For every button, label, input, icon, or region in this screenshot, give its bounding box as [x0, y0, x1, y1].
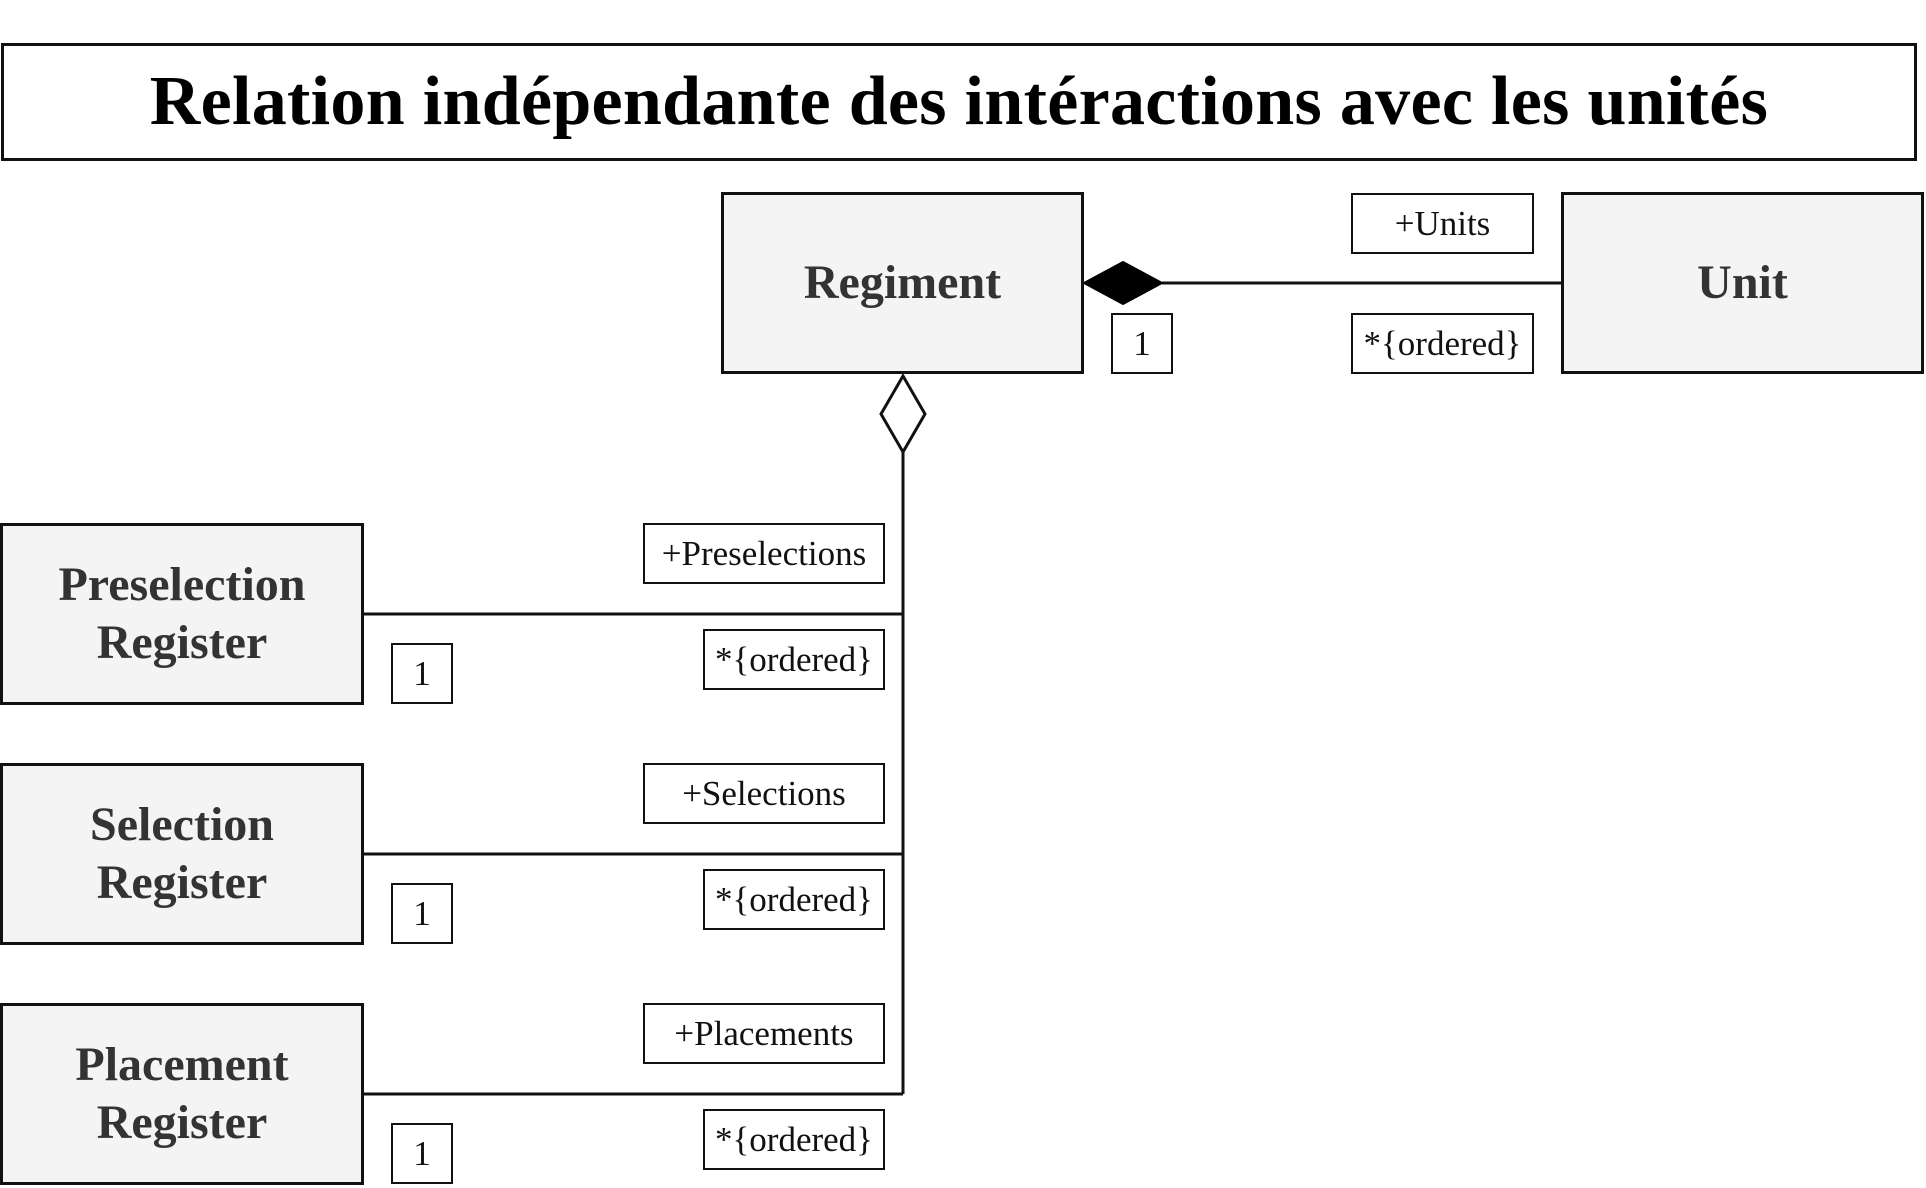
diagram-title: Relation indépendante des intéractions a… [149, 63, 1769, 140]
diagram-title-box: Relation indépendante des intéractions a… [1, 43, 1917, 161]
multiplicity-label-selection-register: 1 [391, 883, 453, 944]
class-preselection-register: Preselection Register [0, 523, 364, 705]
role-label-selections: +Selections [643, 763, 885, 824]
multiplicity-label-placement-register: 1 [391, 1123, 453, 1184]
class-selection-register: Selection Register [0, 763, 364, 945]
composition-diamond [1081, 260, 1165, 306]
role-label-units: +Units [1351, 193, 1534, 254]
class-unit-name: Unit [1697, 256, 1788, 309]
class-placement-register-name: Placement Register [75, 1038, 289, 1149]
role-label-placements: +Placements [643, 1003, 885, 1064]
class-unit: Unit [1561, 192, 1924, 374]
multiplicity-label-preselection-register: 1 [391, 643, 453, 704]
class-regiment-name: Regiment [803, 256, 1002, 309]
class-regiment: Regiment [721, 192, 1084, 374]
class-placement-register: Placement Register [0, 1003, 364, 1185]
aggregation-diamond [879, 373, 927, 455]
multiplicity-label-regiment-unit-whole: 1 [1111, 313, 1173, 374]
multiplicity-label-regiment-unit-part: *{ordered} [1351, 313, 1534, 374]
class-selection-register-name: Selection Register [90, 798, 274, 909]
multiplicity-label-selection-regiment: *{ordered} [703, 869, 885, 930]
multiplicity-label-preselection-regiment: *{ordered} [703, 629, 885, 690]
class-preselection-register-name: Preselection Register [58, 558, 306, 669]
role-label-preselections: +Preselections [643, 523, 885, 584]
multiplicity-label-placement-regiment: *{ordered} [703, 1109, 885, 1170]
